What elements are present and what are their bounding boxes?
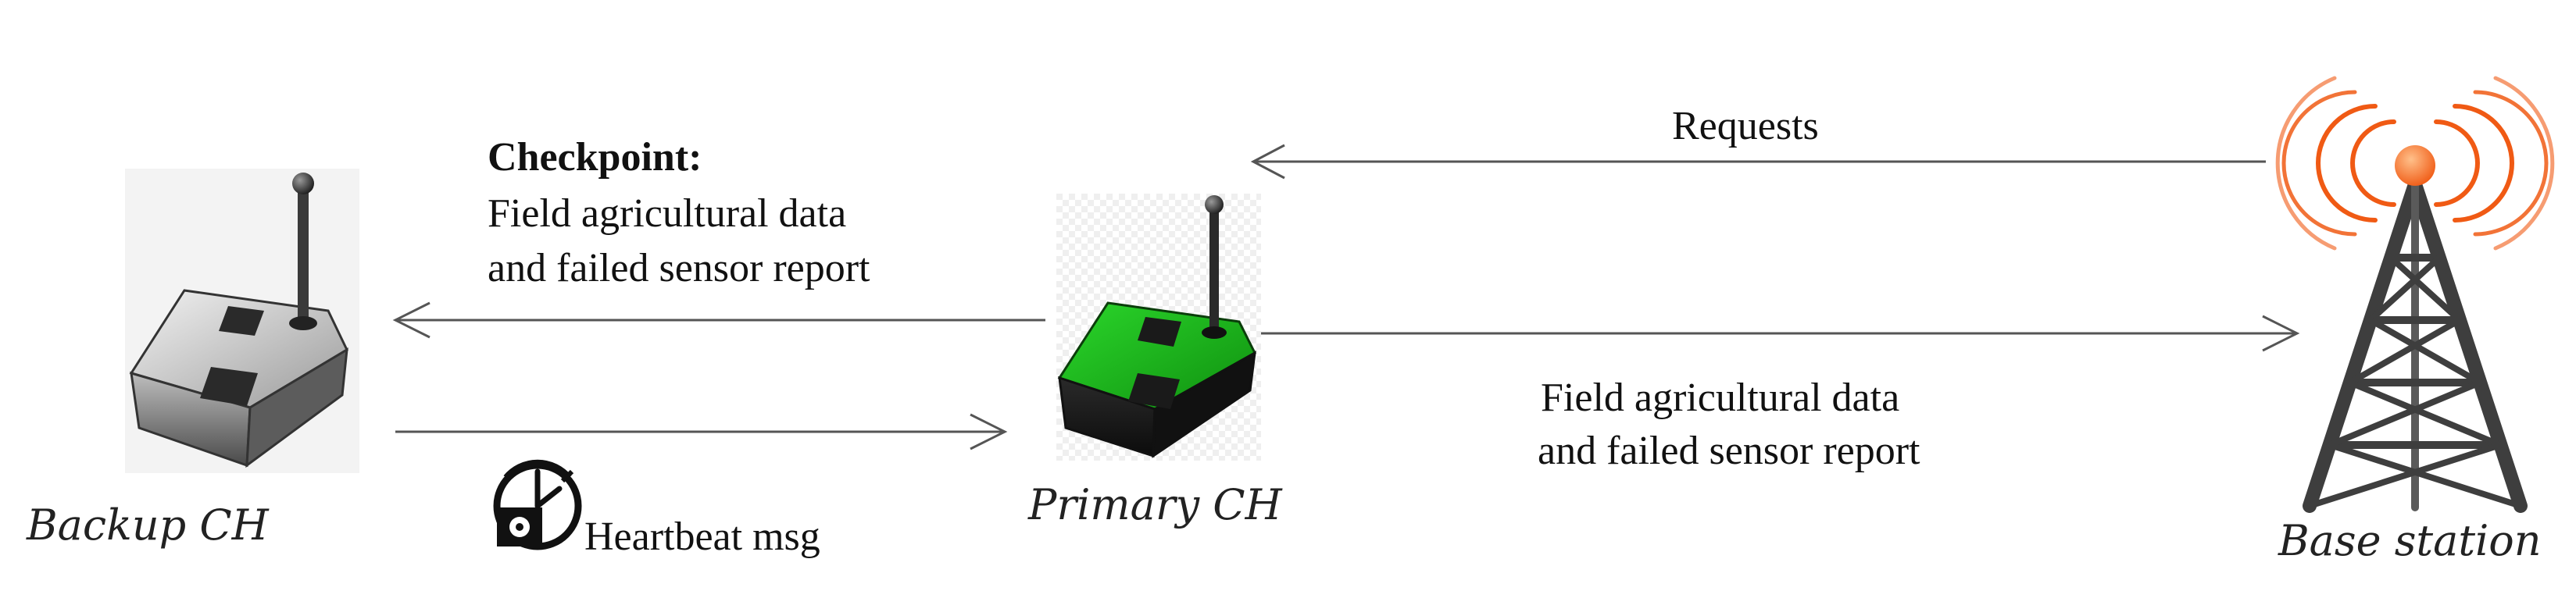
checkpoint-line1: Field agricultural data <box>488 191 847 236</box>
backup-ch-device <box>125 169 359 473</box>
report-line1: Field agricultural data <box>1541 376 1900 420</box>
arrow-requests <box>1250 144 2266 180</box>
base-station-label: Base station <box>2278 516 2542 565</box>
report-line2: and failed sensor report <box>1538 429 1920 473</box>
requests-label: Requests <box>1672 104 1819 148</box>
primary-ch-label: Primary CH <box>1028 480 1282 529</box>
arrow-checkpoint <box>392 301 1045 339</box>
arrow-report <box>1259 315 2300 352</box>
heartbeat-label: Heartbeat msg <box>584 514 820 559</box>
backup-ch-label: Backup CH <box>27 500 269 550</box>
checkpoint-title: Checkpoint: <box>488 135 702 180</box>
arrow-heartbeat <box>395 413 1008 450</box>
checkpoint-line2: and failed sensor report <box>488 246 870 290</box>
timer-icon <box>493 459 582 550</box>
base-station-tower <box>2275 76 2555 513</box>
primary-ch-device <box>1056 194 1261 461</box>
